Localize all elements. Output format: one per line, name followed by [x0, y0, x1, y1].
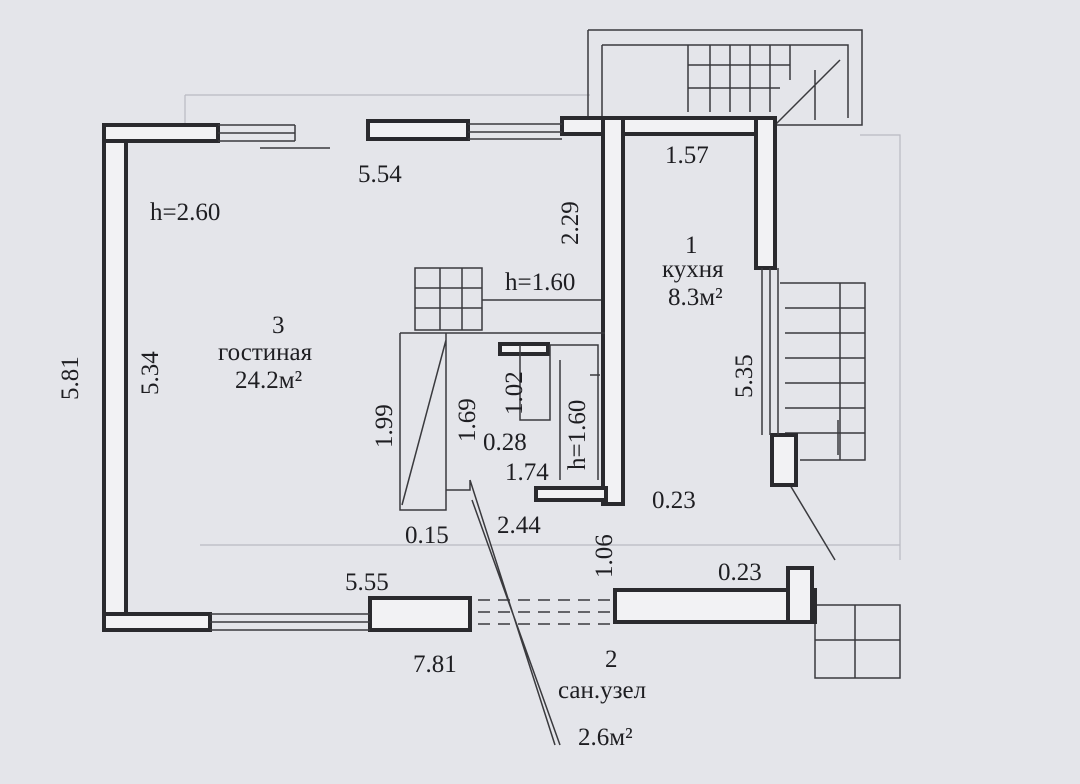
room-3-area: 24.2м² — [235, 367, 302, 394]
dim-bath-inner-height: h=1.60 — [564, 400, 591, 470]
staircase-middle — [414, 267, 610, 331]
dim-bottom-inner: 5.55 — [345, 569, 389, 596]
room-2-number: 2 — [605, 646, 618, 673]
room-3-name: гостиная — [218, 339, 313, 366]
room-3-number: 3 — [272, 312, 285, 339]
dim-closet-height: 1.99 — [371, 404, 398, 448]
room-1-name: кухня — [662, 256, 724, 283]
dim-top-wall: 5.54 — [358, 161, 402, 188]
room-1-number: 1 — [685, 232, 698, 259]
dim-kitchen-wall: 0.23 — [652, 487, 696, 514]
dim-bath-diag: 2.44 — [497, 512, 541, 539]
dim-kitchen-right: 5.35 — [731, 354, 758, 398]
windows — [210, 123, 779, 631]
dim-bottom-outer: 7.81 — [413, 651, 457, 678]
bathroom-partitions — [399, 332, 605, 746]
dim-bath-gap: 0.28 — [483, 429, 527, 456]
walls — [102, 116, 817, 632]
dim-kitchen-width: 1.57 — [665, 142, 709, 169]
height-stair: h=1.60 — [505, 269, 575, 296]
room-2-area: 2.6м² — [578, 724, 633, 751]
background-lines — [184, 94, 901, 560]
dim-bath-height: 1.69 — [454, 398, 481, 442]
dim-kitchen-upper: 2.29 — [557, 201, 584, 245]
dim-closet-gap: 0.15 — [405, 522, 449, 549]
dim-outer-left: 5.81 — [57, 356, 84, 400]
room-2-name: сан.узел — [558, 677, 646, 704]
staircase-right — [780, 282, 901, 679]
dim-bath-width: 1.74 — [505, 459, 549, 486]
dim-bath-upper: 1.02 — [501, 371, 528, 415]
dim-bath-side: 1.06 — [591, 534, 618, 578]
height-main: h=2.60 — [150, 199, 220, 226]
staircase-top — [587, 29, 863, 126]
room-1-area: 8.3м² — [668, 284, 723, 311]
dim-inner-left: 5.34 — [137, 351, 164, 395]
dim-bottom-wall: 0.23 — [718, 559, 762, 586]
